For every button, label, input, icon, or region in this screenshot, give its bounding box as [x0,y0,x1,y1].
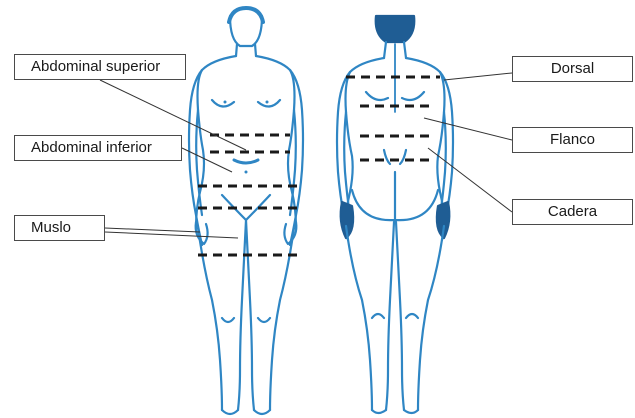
label-dorsal: Dorsal [512,56,633,82]
back-lowerback [384,150,406,164]
front-knees [222,318,270,322]
front-feet [222,410,270,414]
front-torso [196,56,296,228]
front-abdomen [234,160,258,163]
front-figure [189,8,303,414]
leader-cadera [428,148,512,212]
leader-muslo-1 [105,228,200,232]
leader-muslo-2 [105,232,238,238]
front-legs [198,220,294,410]
front-chest [212,100,280,107]
label-cadera: Cadera [512,199,633,225]
back-buttocks [352,172,438,222]
label-muslo: Muslo [14,215,105,241]
measurement-lines [198,77,440,255]
leader-flanco [424,118,512,140]
back-feet [372,410,418,413]
front-head [230,16,262,46]
front-hair [229,8,263,22]
back-knees [372,314,418,318]
label-flanco: Flanco [512,127,633,153]
back-legs [346,222,444,410]
leader-dorsal [444,73,512,80]
label-abdominal-inferior: Abdominal inferior [14,135,182,161]
label-abdominal-superior: Abdominal superior [14,54,186,80]
back-hair [376,16,415,42]
